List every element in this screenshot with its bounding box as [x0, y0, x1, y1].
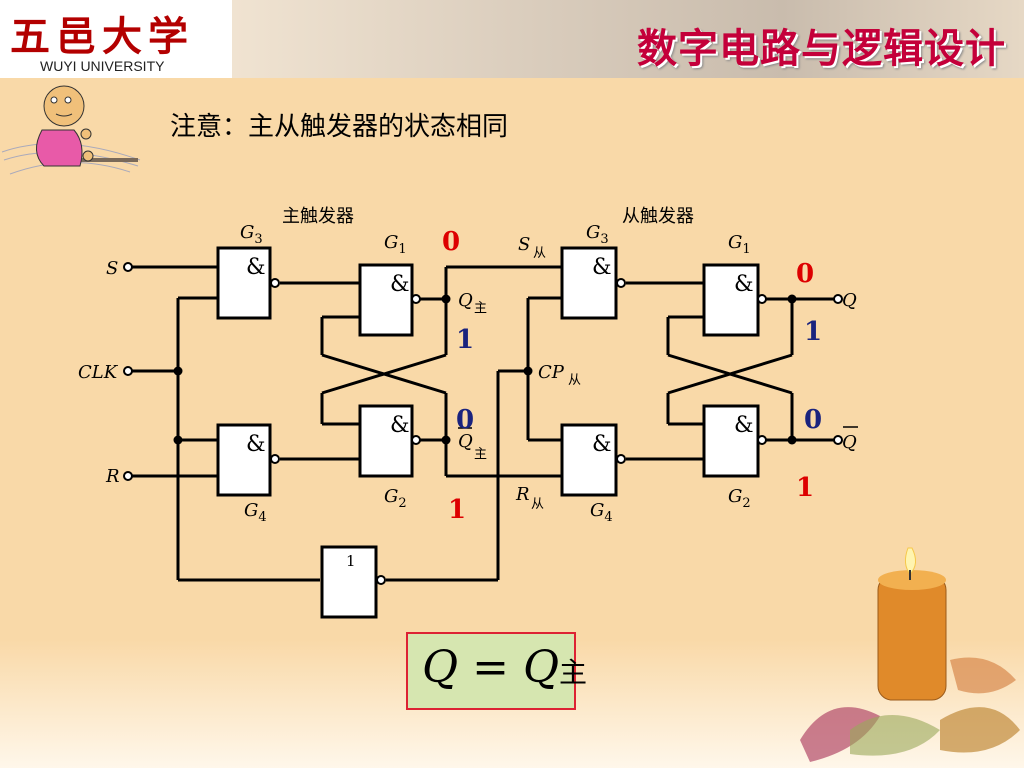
master-g1-label: G1: [384, 232, 407, 257]
state-master-s-out: 0: [442, 227, 460, 257]
state-master-qbar: 0: [456, 405, 474, 435]
formula: Q = Q主: [422, 642, 587, 693]
slave-s-sub: 从: [533, 246, 546, 261]
input-r-label: R: [105, 466, 120, 487]
formula-lhs: Q: [422, 642, 459, 693]
candle-icon: [800, 547, 1020, 762]
cartoon-teacher-icon: [1, 85, 141, 175]
slave-cp-label: CP: [538, 362, 565, 383]
gate-label: &: [246, 255, 266, 280]
logo-chinese: 五邑大学: [10, 13, 194, 60]
master-qbar-label: Q: [458, 431, 473, 452]
master-g3-label: G3: [240, 222, 263, 247]
gate-label: &: [390, 413, 410, 438]
input-s-label: S: [106, 258, 118, 279]
formula-rhs: Q: [522, 642, 560, 693]
course-title: 数字电路与逻辑设计: [637, 26, 1006, 72]
input-clk-label: CLK: [78, 362, 119, 383]
slave-g3-label: G3: [586, 222, 609, 247]
header-banner: 五邑大学 WUYI UNIVERSITY 数字电路与逻辑设计: [0, 0, 1024, 78]
gate-label: &: [592, 432, 612, 457]
slave-g4-label: G4: [590, 500, 613, 525]
logo-english: WUYI UNIVERSITY: [40, 58, 165, 74]
slave-g2-label: G2: [728, 486, 751, 511]
slave-g1-label: G1: [728, 232, 751, 257]
slave-s-label: S: [518, 234, 530, 255]
output-q-label: Q: [842, 290, 857, 311]
master-qbar-sub: 主: [474, 447, 487, 462]
formula-eq: =: [472, 642, 509, 693]
gate-label: &: [246, 432, 266, 457]
state-slave-qbar-bottom: 1: [796, 473, 814, 503]
output-qbar-label: Q: [842, 432, 857, 453]
slave-caption: 从触发器: [622, 206, 694, 227]
master-q-sub: 主: [474, 301, 487, 316]
state-slave-q-top: 0: [796, 259, 814, 289]
slave-r-sub: 从: [531, 497, 544, 512]
master-g2-label: G2: [384, 486, 407, 511]
state-slave-q: 1: [804, 317, 822, 347]
gate-label: &: [592, 255, 612, 280]
gate-label: &: [390, 272, 410, 297]
formula-box: Q = Q主: [406, 632, 587, 710]
master-g4-label: G4: [244, 500, 267, 525]
master-q-label: Q: [458, 290, 473, 311]
state-master-r-out: 1: [448, 495, 466, 525]
formula-rhs-sub: 主: [559, 656, 588, 689]
gate-label: &: [734, 272, 754, 297]
slave-r-label: R: [515, 484, 530, 505]
inverter-label: 1: [346, 552, 356, 570]
master-caption: 主触发器: [282, 206, 354, 227]
note-text: 注意：主从触发器的状态相同: [170, 112, 509, 142]
state-slave-qbar: 0: [804, 405, 822, 435]
campus-photo-strip: [220, 0, 1024, 78]
slave-cp-sub: 从: [568, 373, 581, 388]
gate-label: &: [734, 413, 754, 438]
university-logo: 五邑大学 WUYI UNIVERSITY: [0, 0, 232, 78]
state-master-q: 1: [456, 325, 474, 355]
